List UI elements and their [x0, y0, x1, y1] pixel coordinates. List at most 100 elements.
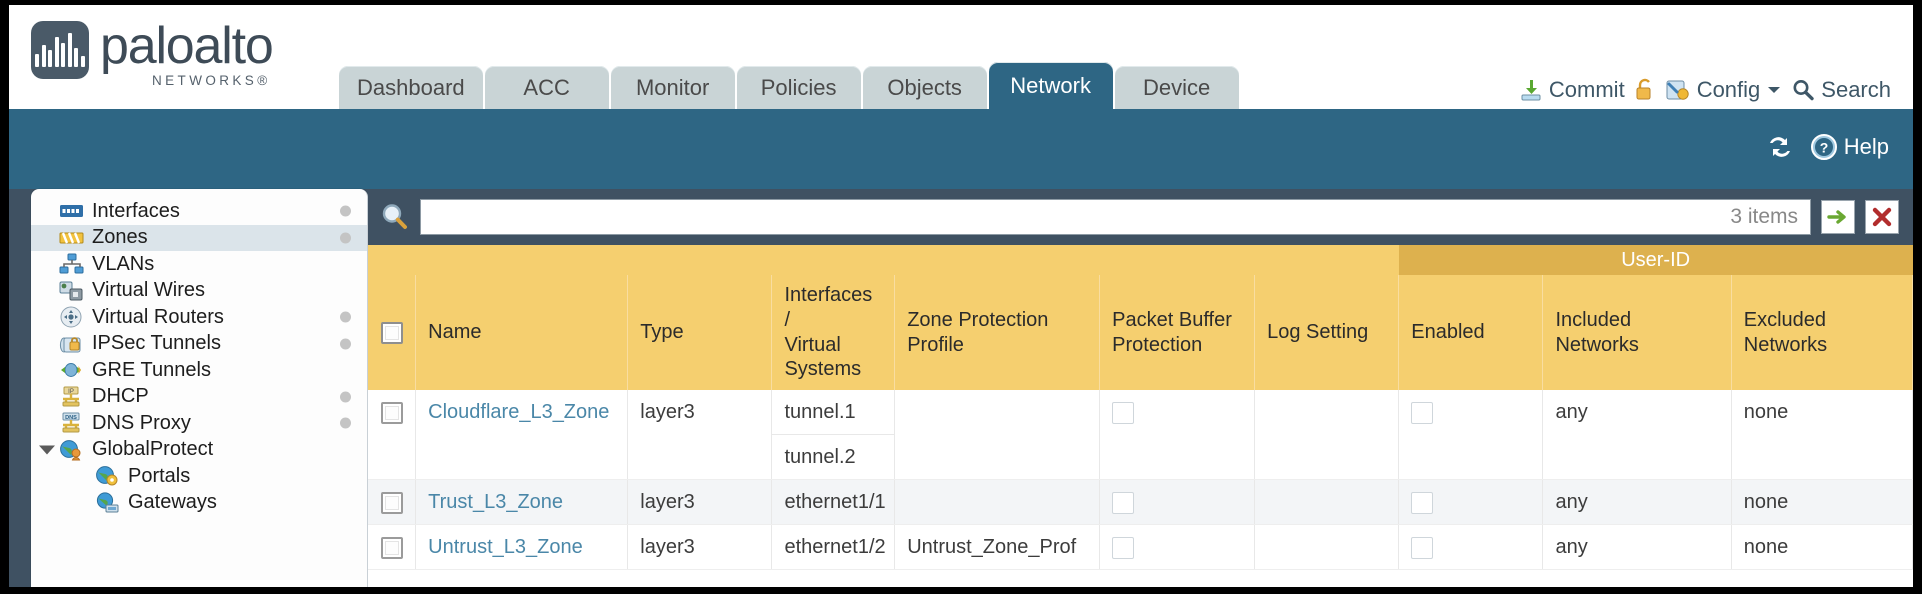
- paloalto-logo-mark-icon: [31, 21, 89, 79]
- packet-buffer-checkbox[interactable]: [1112, 401, 1135, 424]
- sidebar-item-ipsec-tunnels[interactable]: IPSec Tunnels: [31, 331, 367, 358]
- cell-name: Trust_L3_Zone: [415, 479, 629, 526]
- column-header-type[interactable]: Type: [627, 275, 773, 391]
- tab-policies[interactable]: Policies: [736, 66, 861, 109]
- tab-acc[interactable]: ACC: [484, 66, 609, 109]
- clear-filter-button[interactable]: [1865, 200, 1899, 234]
- cell-type: layer3: [627, 479, 773, 526]
- sidebar-item-portals[interactable]: Portals: [31, 463, 367, 490]
- apply-filter-icon: [1827, 210, 1846, 224]
- column-header-name[interactable]: Name: [415, 275, 629, 391]
- zones-icon: [59, 227, 84, 249]
- cell-packet-buffer-protection[interactable]: [1099, 524, 1256, 571]
- row-select-cell[interactable]: [368, 479, 417, 526]
- sidebar-item-gateways[interactable]: Gateways: [31, 490, 367, 517]
- userid-enabled-checkbox[interactable]: [1411, 491, 1434, 514]
- cell-excluded-networks: none: [1731, 524, 1913, 571]
- sidebar-item-globalprotect[interactable]: GlobalProtect: [31, 437, 367, 464]
- config-menu[interactable]: Config: [1665, 77, 1783, 103]
- zone-link[interactable]: Cloudflare_L3_Zone: [428, 401, 610, 424]
- packet-buffer-checkbox[interactable]: [1112, 491, 1135, 514]
- tab-device[interactable]: Device: [1114, 66, 1239, 109]
- cell-packet-buffer-protection[interactable]: [1099, 390, 1256, 481]
- row-select-cell[interactable]: [368, 390, 417, 481]
- sidebar-item-virtual-routers[interactable]: Virtual Routers: [31, 304, 367, 331]
- refresh-button[interactable]: [1766, 134, 1794, 160]
- cell-packet-buffer-protection[interactable]: [1099, 479, 1256, 526]
- sub-header-band: ? Help: [9, 109, 1913, 189]
- vlans-icon: [59, 253, 84, 274]
- cell-included-networks: any: [1542, 390, 1732, 481]
- sidebar-item-label: DHCP: [92, 385, 149, 408]
- packet-buffer-checkbox[interactable]: [1112, 536, 1135, 559]
- config-icon: [1666, 80, 1689, 100]
- cell-userid-enabled[interactable]: [1398, 479, 1544, 526]
- paloalto-logo: paloalto NETWORKS®: [31, 20, 274, 88]
- column-header-enabled[interactable]: Enabled: [1398, 275, 1544, 391]
- sidebar-item-interfaces[interactable]: Interfaces: [31, 198, 367, 225]
- portals-icon: [95, 465, 120, 487]
- help-button[interactable]: ? Help: [1810, 133, 1889, 161]
- cell-name: Cloudflare_L3_Zone: [415, 390, 629, 481]
- userid-enabled-checkbox[interactable]: [1411, 401, 1434, 424]
- dns-proxy-icon: DNS: [59, 412, 84, 434]
- help-label: Help: [1843, 134, 1889, 159]
- sidebar-item-gre-tunnels[interactable]: GRE Tunnels: [31, 357, 367, 384]
- lock-icon: [1636, 78, 1651, 100]
- filter-input-wrap[interactable]: 3 items: [420, 199, 1811, 235]
- sidebar-item-vlans[interactable]: VLANs: [31, 251, 367, 278]
- lock-button[interactable]: [1634, 78, 1656, 102]
- tab-network[interactable]: Network: [988, 62, 1113, 109]
- zone-link[interactable]: Trust_L3_Zone: [428, 491, 564, 514]
- interface-entry: tunnel.2: [784, 446, 856, 469]
- cell-excluded-networks: none: [1731, 390, 1913, 481]
- row-select-checkbox[interactable]: [380, 536, 403, 559]
- sidebar-item-indicator-dot: [340, 311, 351, 323]
- apply-filter-button[interactable]: [1821, 200, 1855, 234]
- tab-monitor[interactable]: Monitor: [610, 66, 735, 109]
- select-all-header[interactable]: [368, 275, 417, 391]
- userid-enabled-checkbox[interactable]: [1411, 536, 1434, 559]
- zone-link[interactable]: Untrust_L3_Zone: [428, 536, 583, 559]
- chevron-down-icon: [1768, 87, 1781, 93]
- row-select-checkbox[interactable]: [380, 491, 403, 514]
- sidebar-item-zones[interactable]: Zones: [31, 224, 367, 251]
- filter-input[interactable]: [433, 200, 1721, 234]
- commit-button[interactable]: Commit: [1519, 77, 1625, 103]
- column-header-log-setting[interactable]: Log Setting: [1254, 275, 1400, 391]
- help-icon: ?: [1810, 134, 1837, 160]
- config-label: Config: [1696, 77, 1761, 102]
- select-all-checkbox[interactable]: [380, 321, 403, 344]
- sidebar-item-label: VLANs: [92, 252, 155, 275]
- svg-text:?: ?: [1819, 140, 1828, 156]
- sidebar-item-label: GlobalProtect: [92, 438, 214, 461]
- gre-tunnels-icon: [61, 363, 81, 378]
- tab-objects[interactable]: Objects: [862, 66, 987, 109]
- tab-dashboard[interactable]: Dashboard: [339, 66, 483, 109]
- virtual-wires-icon: [59, 281, 83, 301]
- sidebar-item-virtual-wires[interactable]: Virtual Wires: [31, 278, 367, 305]
- cell-userid-enabled[interactable]: [1398, 390, 1544, 481]
- expand-collapse-icon[interactable]: [39, 445, 55, 455]
- row-select-checkbox[interactable]: [380, 401, 403, 424]
- row-select-cell[interactable]: [368, 524, 417, 571]
- search-button[interactable]: Search: [1791, 77, 1891, 103]
- virtual-wires-icon: [59, 280, 84, 302]
- sidebar-item-label: Virtual Routers: [92, 305, 224, 328]
- cell-userid-enabled[interactable]: [1398, 524, 1544, 571]
